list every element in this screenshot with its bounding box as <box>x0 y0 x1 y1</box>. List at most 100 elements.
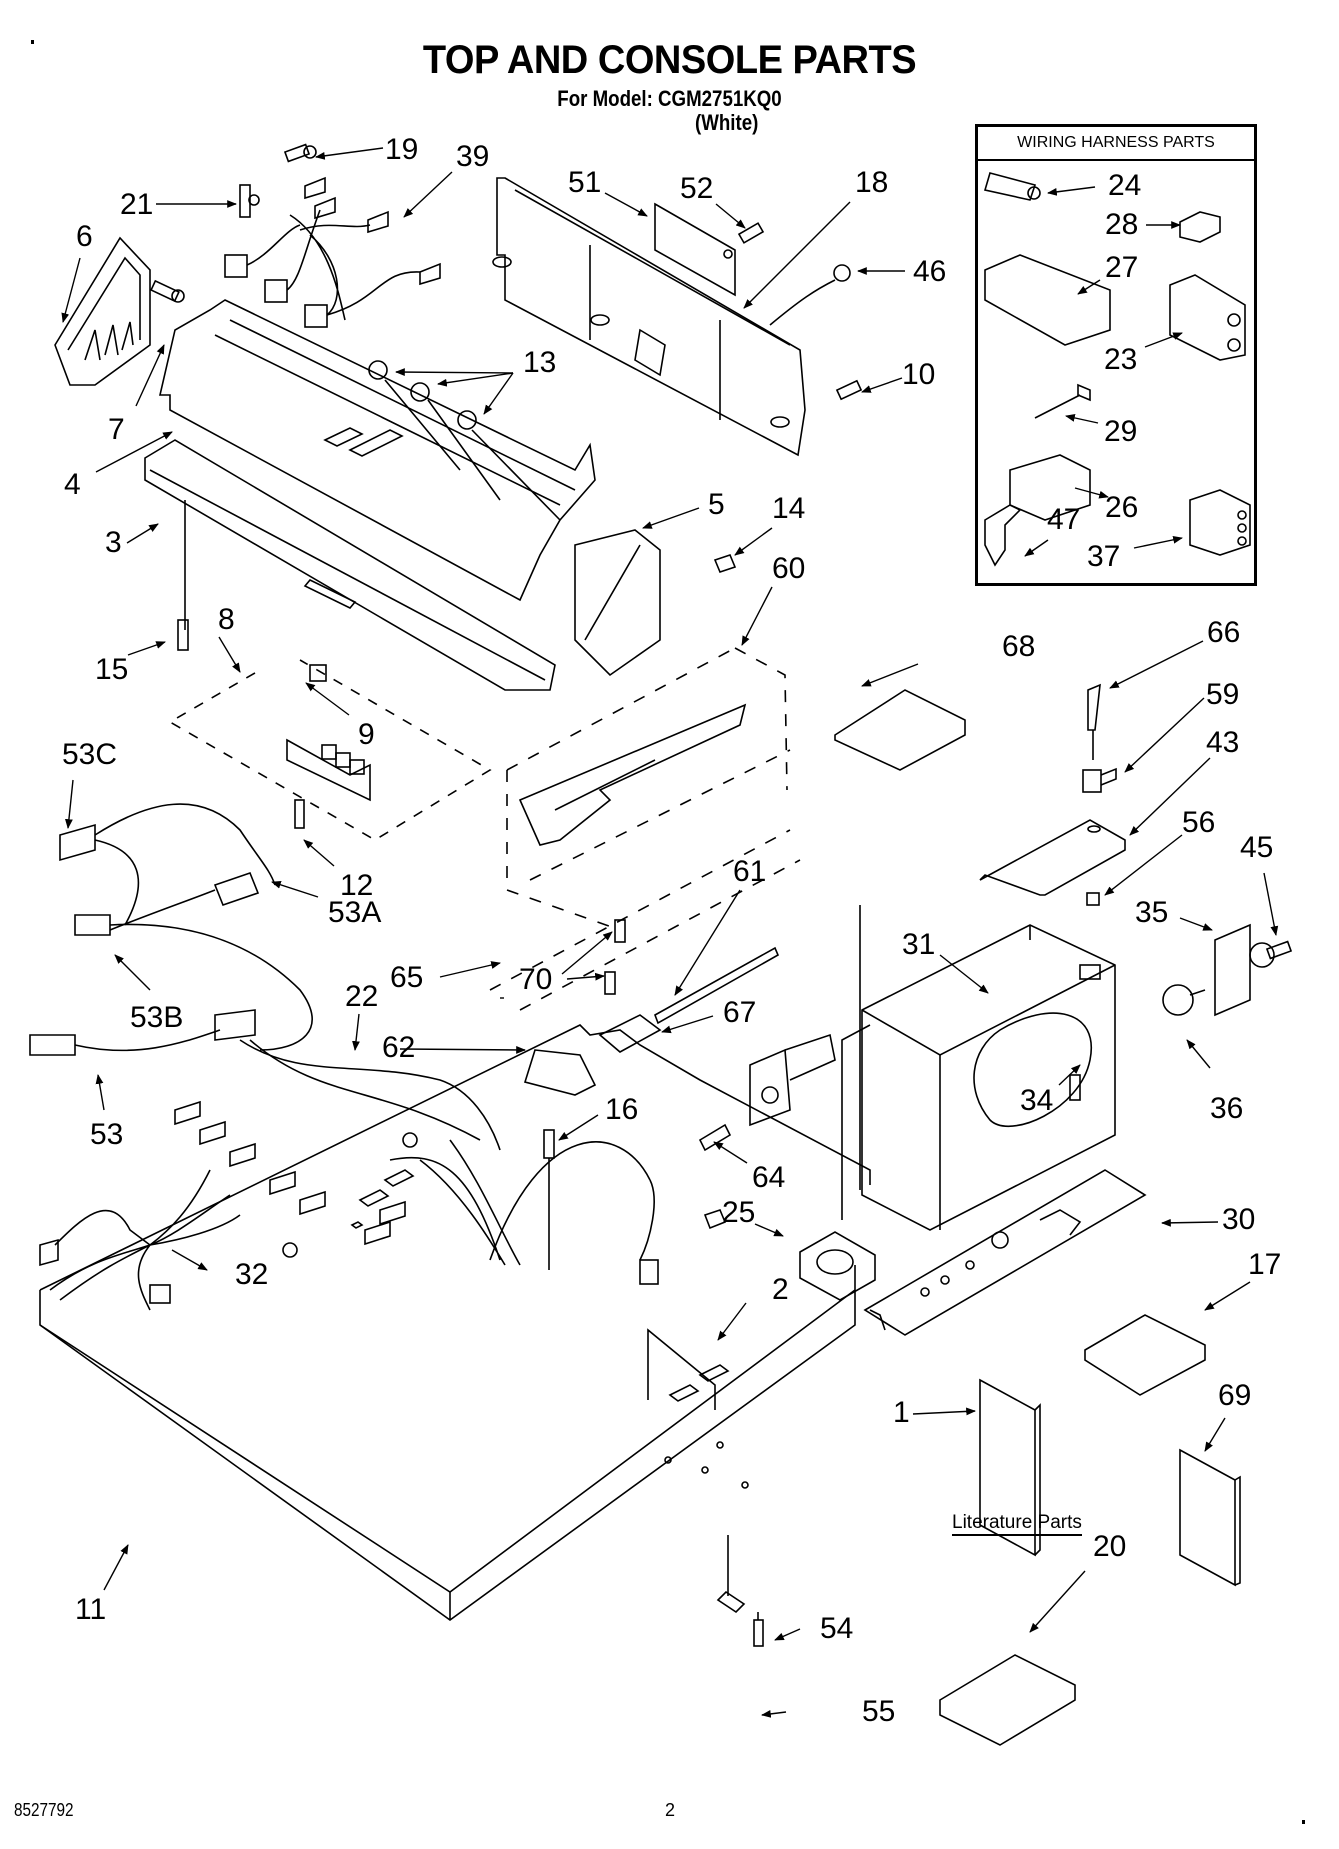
callout-32[interactable]: 32 <box>235 1258 269 1291</box>
callout-66[interactable]: 66 <box>1207 616 1241 649</box>
wiring-harness-heading: WIRING HARNESS PARTS <box>978 127 1254 161</box>
callout-61[interactable]: 61 <box>733 855 767 888</box>
switch-board <box>286 738 371 802</box>
callout-53c[interactable]: 53C <box>62 738 118 771</box>
callout-59[interactable]: 59 <box>1206 678 1240 711</box>
cup-part-25 <box>799 1231 876 1301</box>
callout-20[interactable]: 20 <box>1093 1530 1127 1563</box>
callout-55[interactable]: 55 <box>862 1695 896 1728</box>
callout-62[interactable]: 62 <box>382 1031 416 1064</box>
footer-part-number: 8527792 <box>14 1800 74 1820</box>
end-cap-right-part-5 <box>574 529 661 677</box>
harness-part-39 <box>224 176 441 328</box>
callout-24[interactable]: 24 <box>1108 169 1142 202</box>
callout-65[interactable]: 65 <box>390 961 424 994</box>
callout-8[interactable]: 8 <box>218 603 235 636</box>
bracket-part-62 <box>523 1049 597 1096</box>
callout-43[interactable]: 43 <box>1206 726 1240 759</box>
callout-11[interactable]: 11 <box>75 1593 107 1626</box>
wh-part-47 <box>984 504 1022 567</box>
callout-30[interactable]: 30 <box>1222 1203 1256 1236</box>
callout-53b[interactable]: 53B <box>130 1001 184 1034</box>
callout-64[interactable]: 64 <box>752 1161 786 1194</box>
screw-part-10 <box>835 379 863 401</box>
callout-21[interactable]: 21 <box>120 188 154 221</box>
callout-34[interactable]: 34 <box>1020 1084 1054 1117</box>
actuator-part-60 <box>506 647 791 931</box>
callout-2[interactable]: 2 <box>772 1273 789 1306</box>
callout-16[interactable]: 16 <box>605 1093 639 1126</box>
wh-part-29 <box>1034 383 1091 419</box>
harness-part-22 <box>174 1009 659 1285</box>
part-65-outline <box>489 829 801 1011</box>
callout-29[interactable]: 29 <box>1104 415 1138 448</box>
callout-27[interactable]: 27 <box>1105 251 1139 284</box>
callout-25[interactable]: 25 <box>722 1196 756 1229</box>
clip-part-21 <box>239 184 260 218</box>
wh-part-37 <box>1189 489 1251 556</box>
callout-52[interactable]: 52 <box>680 172 714 205</box>
callout-12[interactable]: 12 <box>340 869 374 902</box>
callout-17[interactable]: 17 <box>1248 1248 1282 1281</box>
callout-10[interactable]: 10 <box>902 358 936 391</box>
callout-35[interactable]: 35 <box>1135 896 1169 929</box>
callout-1[interactable]: 1 <box>893 1396 910 1429</box>
harness-part-32 <box>39 1169 241 1311</box>
callout-54[interactable]: 54 <box>820 1612 854 1645</box>
callout-15[interactable]: 15 <box>95 653 129 686</box>
knob-part-36 <box>1162 984 1206 1016</box>
callout-47[interactable]: 47 <box>1047 503 1081 536</box>
manual-part-1 <box>979 1378 1041 1557</box>
callout-22[interactable]: 22 <box>345 980 379 1013</box>
cover-part-43 <box>979 819 1126 896</box>
callout-9[interactable]: 9 <box>358 718 375 751</box>
clip-part-2 <box>703 1209 727 1230</box>
callout-67[interactable]: 67 <box>723 996 757 1029</box>
callout-53a[interactable]: 53A <box>328 896 382 929</box>
bracket-part-35 <box>1214 923 1275 1017</box>
callout-56[interactable]: 56 <box>1182 806 1216 839</box>
callout-37[interactable]: 37 <box>1087 540 1121 573</box>
callout-26[interactable]: 26 <box>1105 491 1139 524</box>
callout-46[interactable]: 46 <box>913 255 947 288</box>
callout-7[interactable]: 7 <box>108 413 125 446</box>
literature-parts-heading: Literature Parts <box>952 1512 1082 1536</box>
wiring-harness-parts-panel: WIRING HARNESS PARTS <box>975 124 1257 586</box>
callout-36[interactable]: 36 <box>1210 1092 1244 1125</box>
callout-51[interactable]: 51 <box>568 166 602 199</box>
callout-45[interactable]: 45 <box>1240 831 1274 864</box>
callout-6[interactable]: 6 <box>76 220 93 253</box>
rail-part-3 <box>144 439 556 691</box>
screw-part-16 <box>543 1129 555 1270</box>
callout-28[interactable]: 28 <box>1105 208 1139 241</box>
callout-39[interactable]: 39 <box>456 140 490 173</box>
callout-31[interactable]: 31 <box>902 928 936 961</box>
solenoid-assembly <box>749 1033 836 1127</box>
terminal-part-64 <box>698 1123 732 1152</box>
nut-part-56 <box>1086 892 1100 906</box>
callout-68[interactable]: 68 <box>1002 630 1036 663</box>
actuator-mechanism <box>518 703 747 846</box>
callout-70[interactable]: 70 <box>519 963 553 996</box>
callout-5[interactable]: 5 <box>708 488 725 521</box>
callout-23[interactable]: 23 <box>1104 343 1138 376</box>
callout-18[interactable]: 18 <box>855 166 889 199</box>
screw-part-52 <box>737 222 765 244</box>
screw-part-12 <box>294 799 305 829</box>
callout-19[interactable]: 19 <box>385 133 419 166</box>
callout-3[interactable]: 3 <box>105 526 122 559</box>
callout-13[interactable]: 13 <box>523 346 557 379</box>
key-part-66 <box>1087 683 1101 760</box>
bracket-part-54 <box>716 1535 746 1614</box>
callout-69[interactable]: 69 <box>1218 1379 1252 1412</box>
wh-part-28 <box>1179 211 1221 243</box>
callout-4[interactable]: 4 <box>64 468 81 501</box>
housing-part-31 <box>861 924 1116 1231</box>
harness-part-53 <box>29 803 313 1056</box>
callout-53[interactable]: 53 <box>90 1118 124 1151</box>
callout-14[interactable]: 14 <box>772 492 806 525</box>
rod-part-61 <box>654 946 780 1025</box>
callout-60[interactable]: 60 <box>772 552 806 585</box>
switch-part-9 <box>309 664 327 682</box>
